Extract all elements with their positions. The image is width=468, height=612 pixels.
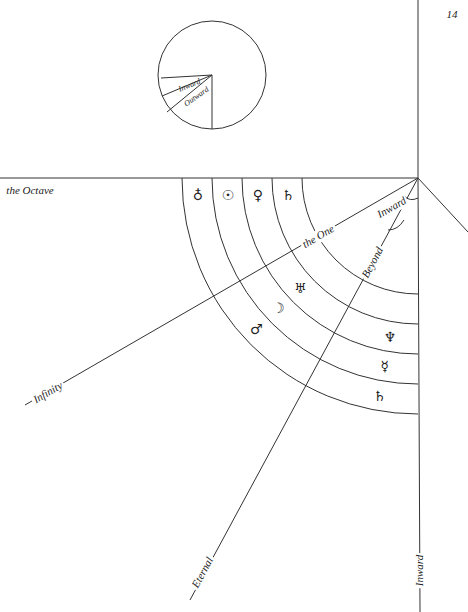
planet-symbol: ♆ [384,330,397,344]
line-end-label: Inward [414,552,427,587]
planet-symbol: ♅ [294,281,307,295]
bracket-label: Beyond [358,243,387,282]
line-label: the One [298,221,338,252]
bracket-label: Inward [373,193,410,222]
circle-outline [157,20,267,130]
circle-node: InwardOutward [157,20,267,130]
planet-symbol: ☉ [222,188,235,202]
planet-symbol: ♄ [373,389,386,403]
planet-symbol: ♁ [193,188,203,202]
page-number: 14 [447,9,458,20]
planet-symbol: ☿ [381,359,390,373]
region-label: the Octave [6,185,53,196]
line-end-label: Eternal [188,553,217,592]
planet-symbol: ☽ [272,301,285,315]
planet-symbol: ♀ [253,188,263,202]
planet-symbol: ♂ [250,322,263,336]
planet-symbol: ♄ [282,188,295,202]
line-end-label: Infinity [29,377,66,406]
